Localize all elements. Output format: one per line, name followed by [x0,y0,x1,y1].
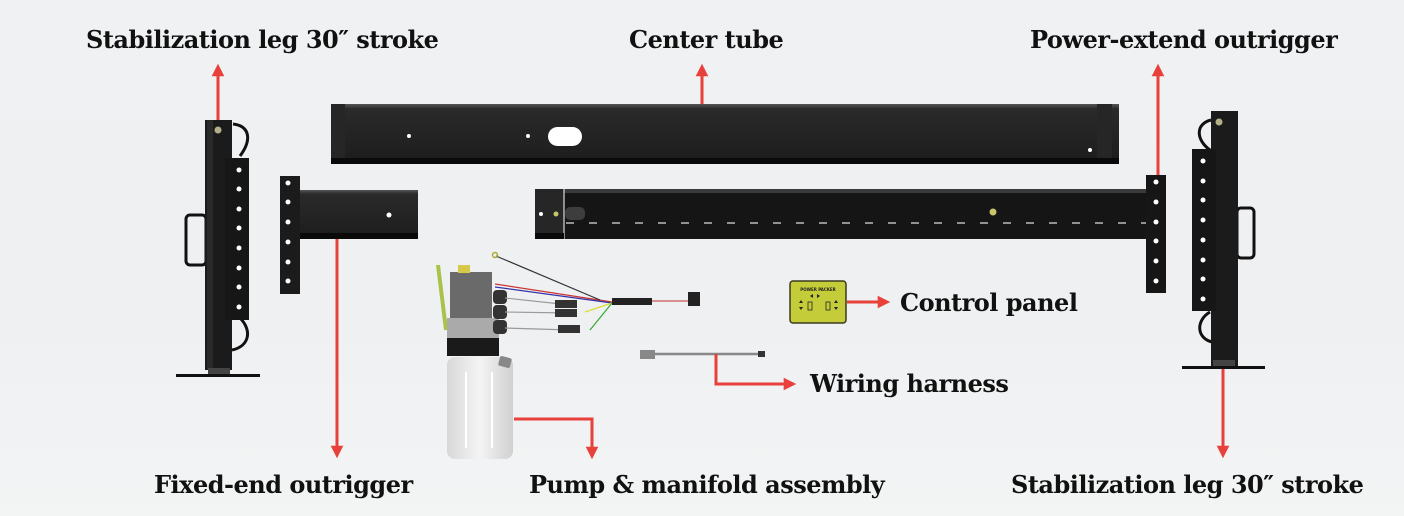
label-fixed-end-outrigger: Fixed-end outrigger [154,470,413,499]
fixed-end-outrigger [280,176,418,294]
wiring-harness [640,350,765,359]
label-stabilization-leg-right: Stabilization leg 30″ stroke [1011,470,1364,499]
power-extend-outrigger [535,175,1166,293]
pump-manifold-assembly [436,251,700,459]
label-pump-manifold-assembly: Pump & manifold assembly [529,470,885,499]
label-stabilization-leg-left: Stabilization leg 30″ stroke [86,25,439,54]
label-center-tube: Center tube [629,25,784,54]
callout-arrows [211,63,1230,460]
arrow-pump-manifold [514,417,599,460]
label-control-panel: Control panel [900,288,1078,317]
label-wiring-harness: Wiring harness [810,369,1009,398]
stabilization-leg-right [1182,111,1265,369]
arrow-wiring-harness [714,354,797,391]
control-panel: POWER PACKER [789,280,847,324]
control-panel-brand: POWER PACKER [800,287,835,292]
stabilization-leg-left [176,120,260,377]
label-power-extend-outrigger: Power-extend outrigger [1030,25,1338,54]
center-tube [331,104,1119,164]
